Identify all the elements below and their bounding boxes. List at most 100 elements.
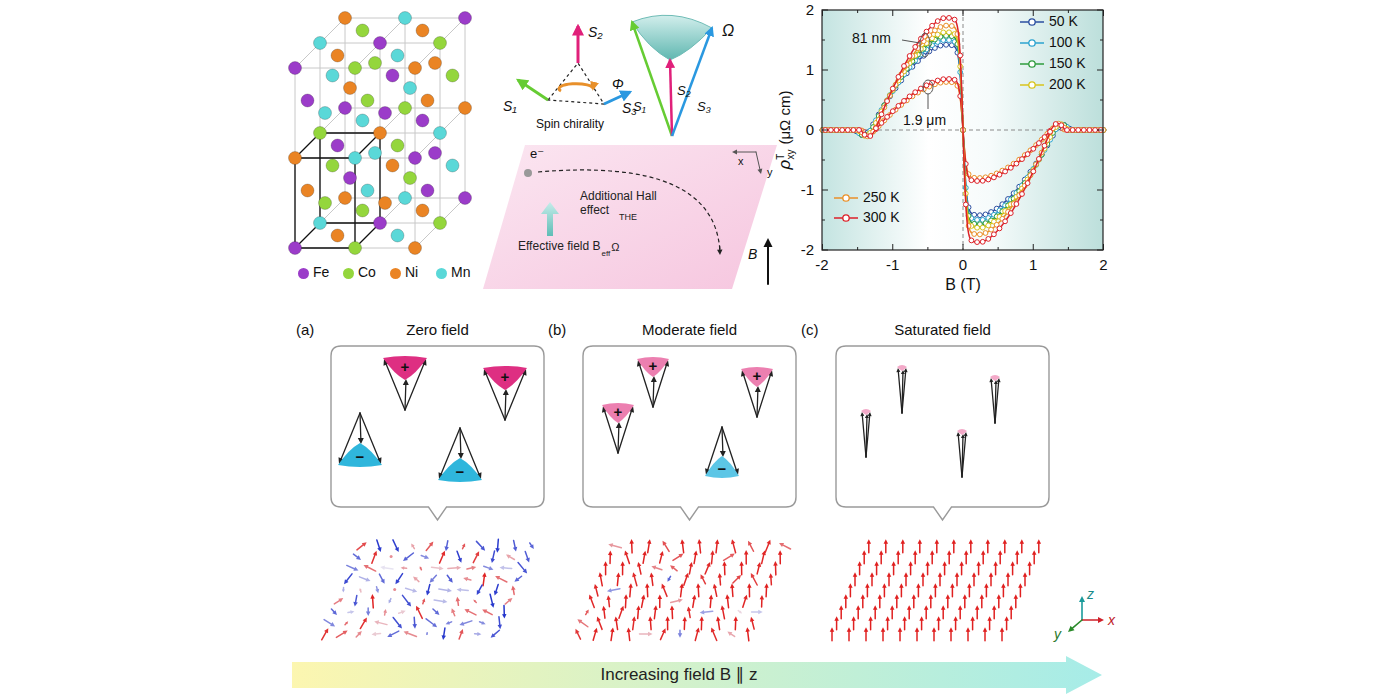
- arrow-head: [471, 566, 476, 570]
- chirality-cap: +: [483, 366, 527, 390]
- data-marker: [986, 237, 991, 242]
- arrow-head: [526, 558, 530, 563]
- spin-arrow: [978, 565, 980, 575]
- spin-arrow: [453, 612, 455, 616]
- data-marker: [862, 132, 867, 137]
- legend-text: 250 K: [863, 189, 900, 205]
- arrow-head: [938, 572, 943, 577]
- spin-arrow: [884, 587, 886, 597]
- arrow-head: [607, 588, 612, 592]
- arrow-head: [890, 605, 895, 610]
- spin-arrow: [1038, 543, 1040, 553]
- data-marker: [924, 83, 929, 88]
- atom: [446, 69, 459, 82]
- data-marker: [823, 128, 828, 133]
- arrow-head: [610, 627, 614, 632]
- data-marker: [1070, 128, 1075, 133]
- spin-arrow: [902, 543, 904, 553]
- arrow-head: [908, 561, 913, 566]
- spin-arrow: [486, 611, 492, 614]
- spin-arrow: [953, 543, 955, 553]
- spin-arrow: [673, 568, 677, 571]
- spin-arrow: [880, 554, 882, 564]
- unit-cell-edge: [320, 132, 380, 133]
- spin-arrow: [505, 601, 509, 605]
- arrow-head: [992, 605, 997, 610]
- spin-arrow: [581, 622, 588, 627]
- atom: [379, 197, 392, 210]
- atom: [386, 159, 399, 172]
- spin-arrow: [509, 557, 514, 560]
- arrow-head: [958, 605, 963, 610]
- spin-arrow: [965, 554, 967, 564]
- arrow-head: [651, 566, 656, 570]
- data-marker: [857, 128, 862, 133]
- legend-text: 150 K: [1049, 55, 1086, 71]
- data-marker: [1076, 128, 1081, 133]
- arrow-head: [442, 635, 446, 640]
- data-marker: [840, 128, 845, 133]
- spin-arrow: [626, 554, 629, 563]
- arrow-head: [488, 566, 493, 570]
- chirality-cap: [861, 409, 871, 415]
- arrow-head: [873, 605, 878, 610]
- field-sheet: xye⁻Effective field BeffΩAdditional Hall…: [480, 142, 780, 292]
- spin-arrow: [994, 383, 996, 423]
- spin-arrow: [891, 609, 893, 619]
- data-marker: [997, 226, 1002, 231]
- spin-arrow: [1015, 598, 1017, 608]
- atom: [361, 94, 374, 107]
- arrow-head: [665, 616, 669, 621]
- arrow-head: [608, 551, 612, 556]
- electron-path-head: [719, 246, 720, 250]
- data-marker: [969, 238, 974, 243]
- spin-arrow: [885, 543, 887, 553]
- spin-arrow: [741, 565, 743, 574]
- axis-arrow: [756, 152, 760, 170]
- atom: [386, 69, 399, 82]
- axis-label: y: [1054, 626, 1061, 642]
- arrow-head: [632, 616, 636, 621]
- tick: [1103, 244, 1104, 250]
- tick: [998, 10, 999, 13]
- spin-arrow: [897, 554, 899, 564]
- arrow-head: [458, 453, 464, 459]
- arrow-head: [443, 599, 448, 603]
- legend-sample-marker: [843, 215, 849, 221]
- spin-arrow: [467, 568, 472, 569]
- spin-arrow: [950, 631, 952, 641]
- arrow-head: [339, 457, 345, 464]
- spin-arrow: [910, 565, 912, 575]
- arrow-head: [585, 609, 588, 613]
- data-marker: [829, 128, 834, 133]
- data-marker: [840, 128, 845, 133]
- arrow-head: [989, 572, 994, 577]
- spin-arrow: [628, 631, 630, 640]
- arrow-head: [412, 588, 417, 592]
- legend-text: Ni: [405, 264, 418, 280]
- atom: [391, 49, 404, 62]
- arrow-head: [653, 605, 657, 610]
- spin-arrow: [1024, 576, 1026, 586]
- arrow-head: [476, 472, 482, 479]
- arrow-head: [834, 616, 839, 621]
- spin-arrow: [1003, 587, 1005, 597]
- data-marker: [1003, 169, 1008, 174]
- spin-arrow: [609, 555, 611, 564]
- spin-arrow: [752, 611, 759, 613]
- spin-arrow: [591, 598, 594, 607]
- spin-arrow: [463, 621, 472, 624]
- spin-arrow: [756, 391, 758, 417]
- arrow-head: [606, 595, 610, 600]
- arrow-head: [616, 422, 622, 428]
- arrow-head: [374, 620, 379, 624]
- spin-arrow: [749, 587, 751, 596]
- arrow-head: [861, 594, 866, 599]
- arrow-head: [422, 598, 425, 602]
- data-marker: [902, 64, 907, 69]
- tick: [963, 244, 964, 250]
- arrow-head: [851, 616, 856, 621]
- data-marker: [907, 94, 912, 99]
- arrow-head: [930, 550, 935, 555]
- arrow-head: [473, 599, 476, 602]
